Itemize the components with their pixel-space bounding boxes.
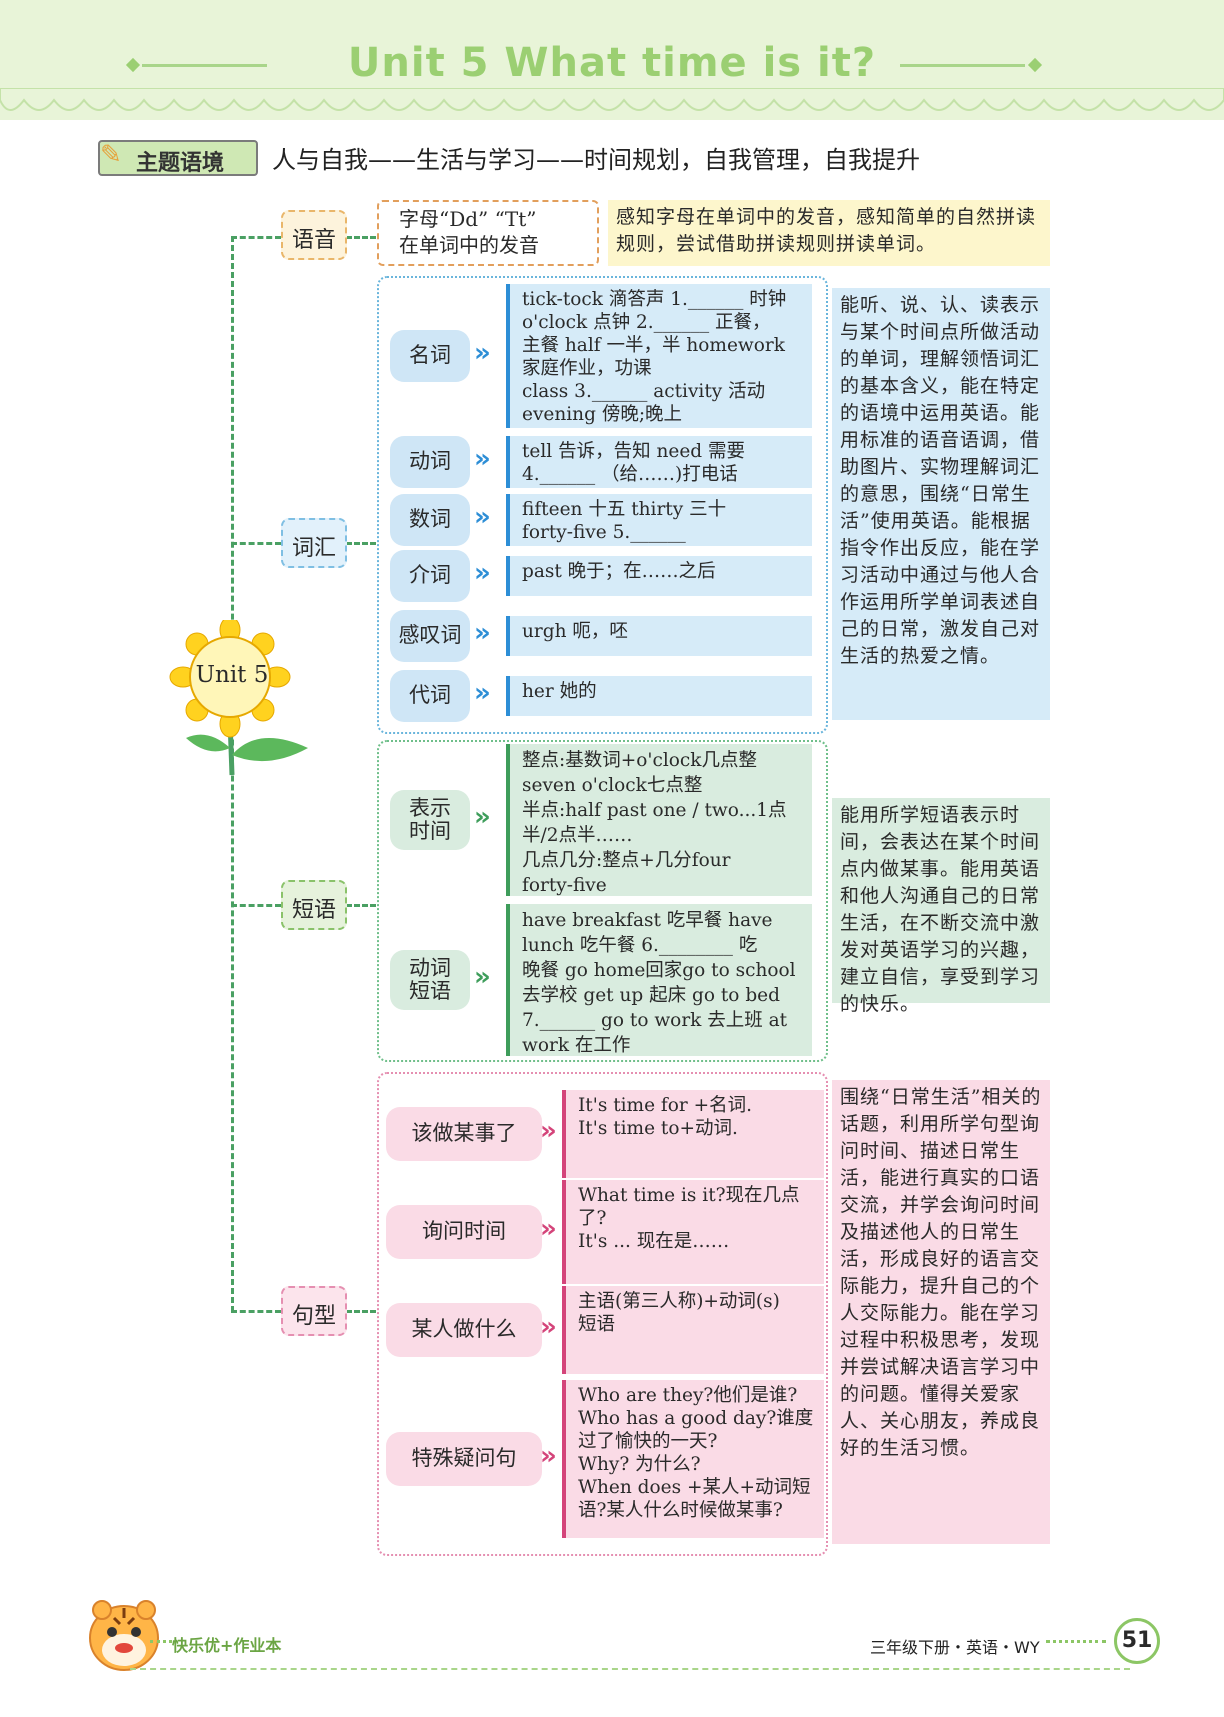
phonics-content: 字母“Dd” “Tt” 在单词中的发音 bbox=[377, 200, 599, 266]
row-content: have breakfast 吃早餐 have lunch 吃午餐 6.____… bbox=[506, 904, 812, 1056]
sunflower-icon bbox=[169, 620, 308, 776]
row-content: Who are they?他们是谁? Who has a good day?谁度… bbox=[562, 1380, 824, 1538]
footer-dots-left bbox=[150, 1640, 172, 1643]
vocab-desc: 能听、说、认、读表示与某个时间点所做活动的单词，理解领悟词汇的基本含义，能在特定… bbox=[832, 288, 1050, 720]
category-sentences: 句型 bbox=[281, 1286, 347, 1336]
tiger-mascot-icon bbox=[89, 1600, 159, 1671]
vocab-group bbox=[377, 276, 828, 734]
row-content: 主语(第三人称)+动词(s) 短语 bbox=[562, 1286, 824, 1374]
row-label: 表示 时间 bbox=[390, 790, 470, 850]
chevron-right-icon: » bbox=[540, 1441, 557, 1471]
category-vocab: 词汇 bbox=[281, 518, 347, 568]
tree-link-phrases bbox=[346, 904, 376, 907]
phrases-group bbox=[377, 740, 828, 1062]
row-content: What time is it?现在几点 了? It's ... 现在是…… bbox=[562, 1180, 824, 1284]
chevron-right-icon: » bbox=[474, 444, 491, 474]
chevron-right-icon: » bbox=[474, 962, 491, 992]
footer-book-info: 三年级下册・英语・WY bbox=[870, 1638, 1040, 1657]
chevron-right-icon: » bbox=[474, 338, 491, 368]
pencil-icon: ✎ bbox=[100, 140, 122, 170]
deco-line-left bbox=[142, 64, 267, 67]
row-label: 数词 bbox=[390, 494, 470, 546]
row-label: 感叹词 bbox=[390, 610, 470, 662]
page-title: Unit 5 What time is it? bbox=[347, 40, 877, 86]
chevron-right-icon: » bbox=[540, 1312, 557, 1342]
row-content: past 晚于；在……之后 bbox=[506, 556, 812, 596]
category-phrases: 短语 bbox=[281, 880, 347, 930]
sentences-desc: 围绕“日常生活”相关的话题，利用所学句型询问时间、描述日常生活，能进行真实的口语… bbox=[832, 1080, 1050, 1544]
row-label: 特殊疑问句 bbox=[386, 1432, 542, 1486]
row-label: 询问时间 bbox=[386, 1205, 542, 1259]
tree-branch-phonics bbox=[231, 236, 281, 239]
chevron-right-icon: » bbox=[474, 502, 491, 532]
row-label: 该做某事了 bbox=[386, 1107, 542, 1161]
tree-branch-phrases bbox=[231, 904, 281, 907]
tree-branch-vocab bbox=[231, 542, 281, 545]
chevron-right-icon: » bbox=[474, 802, 491, 832]
row-label: 介词 bbox=[390, 550, 470, 602]
phonics-desc: 感知字母在单词中的发音，感知简单的自然拼读规则，尝试借助拼读规则拼读单词。 bbox=[608, 200, 1050, 266]
tree-link-vocab bbox=[346, 542, 376, 545]
phrases-desc: 能用所学短语表示时间，会表达在某个时间点内做某事。能用英语和他人沟通自己的日常生… bbox=[832, 798, 1050, 1015]
tree-branch-sentences bbox=[231, 1310, 281, 1313]
header-wave bbox=[0, 88, 1224, 111]
page-number: 51 bbox=[1114, 1618, 1160, 1664]
row-label: 代词 bbox=[390, 670, 470, 722]
center-label: Unit 5 bbox=[195, 662, 269, 688]
row-label: 某人做什么 bbox=[386, 1303, 542, 1357]
row-content: her 她的 bbox=[506, 676, 812, 716]
row-content: tell 告诉，告知 need 需要 4.______ （给……)打电话 bbox=[506, 436, 812, 488]
tree-link-phonics bbox=[346, 236, 376, 239]
chevron-right-icon: » bbox=[474, 678, 491, 708]
chevron-right-icon: » bbox=[474, 618, 491, 648]
row-label: 动词 bbox=[390, 436, 470, 488]
row-content: urgh 呃，呸 bbox=[506, 616, 812, 656]
theme-badge: 主题语境 bbox=[98, 140, 258, 176]
row-content: tick-tock 滴答声 1.______ 时钟 o'clock 点钟 2._… bbox=[506, 284, 812, 428]
theme-text: 人与自我——生活与学习——时间规划，自我管理，自我提升 bbox=[272, 146, 920, 174]
chevron-right-icon: » bbox=[474, 558, 491, 588]
tree-link-sentences bbox=[346, 1310, 376, 1313]
category-phonics: 语音 bbox=[281, 210, 347, 260]
row-content: 整点:基数词+o'clock几点整 seven o'clock七点整 半点:ha… bbox=[506, 744, 812, 896]
footer-dots-right bbox=[1046, 1640, 1106, 1643]
chevron-right-icon: » bbox=[540, 1214, 557, 1244]
footer-brand: 快乐优+作业本 bbox=[172, 1636, 282, 1655]
row-label: 名词 bbox=[390, 330, 470, 382]
row-content: It's time for +名词. It's time to+动词. bbox=[562, 1090, 824, 1178]
deco-line-right bbox=[900, 64, 1025, 67]
row-content: fifteen 十五 thirty 三十 forty-five 5.______ bbox=[506, 494, 812, 546]
footer-divider bbox=[130, 1668, 1130, 1670]
sentences-group bbox=[377, 1072, 828, 1556]
chevron-right-icon: » bbox=[540, 1116, 557, 1146]
row-label: 动词 短语 bbox=[390, 950, 470, 1010]
